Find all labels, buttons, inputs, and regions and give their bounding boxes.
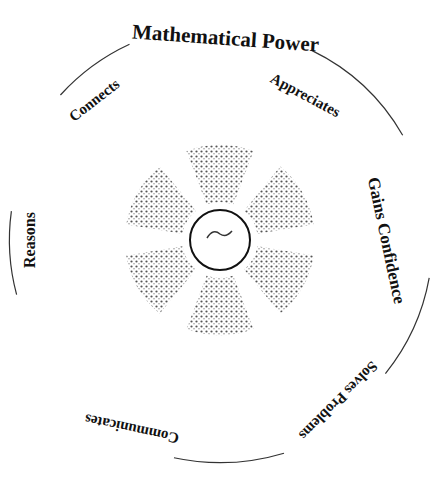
wheel-sectors — [126, 145, 313, 335]
outer-rim — [9, 44, 430, 463]
wheel-label: Gains Confidence — [363, 173, 409, 307]
rim-arc — [9, 211, 17, 295]
wheel-label: Solves Problems — [294, 356, 383, 445]
hub-mark — [207, 231, 232, 238]
wheel-title: Mathematical Power — [130, 20, 322, 56]
hub-circle — [190, 210, 250, 270]
rim-arc — [174, 453, 284, 464]
stipple-wedge — [187, 276, 254, 335]
wheel-label: Appreciates — [266, 69, 345, 122]
wheel-label: Communicates — [81, 409, 182, 446]
wheel-label: Reasons — [21, 210, 39, 270]
stipple-wedge — [244, 167, 314, 234]
stipple-wedge — [126, 167, 196, 234]
rim-arc — [311, 50, 403, 136]
stipple-wedge — [187, 145, 254, 204]
stipple-wedge — [126, 246, 196, 313]
stipple-wedge — [244, 246, 314, 313]
